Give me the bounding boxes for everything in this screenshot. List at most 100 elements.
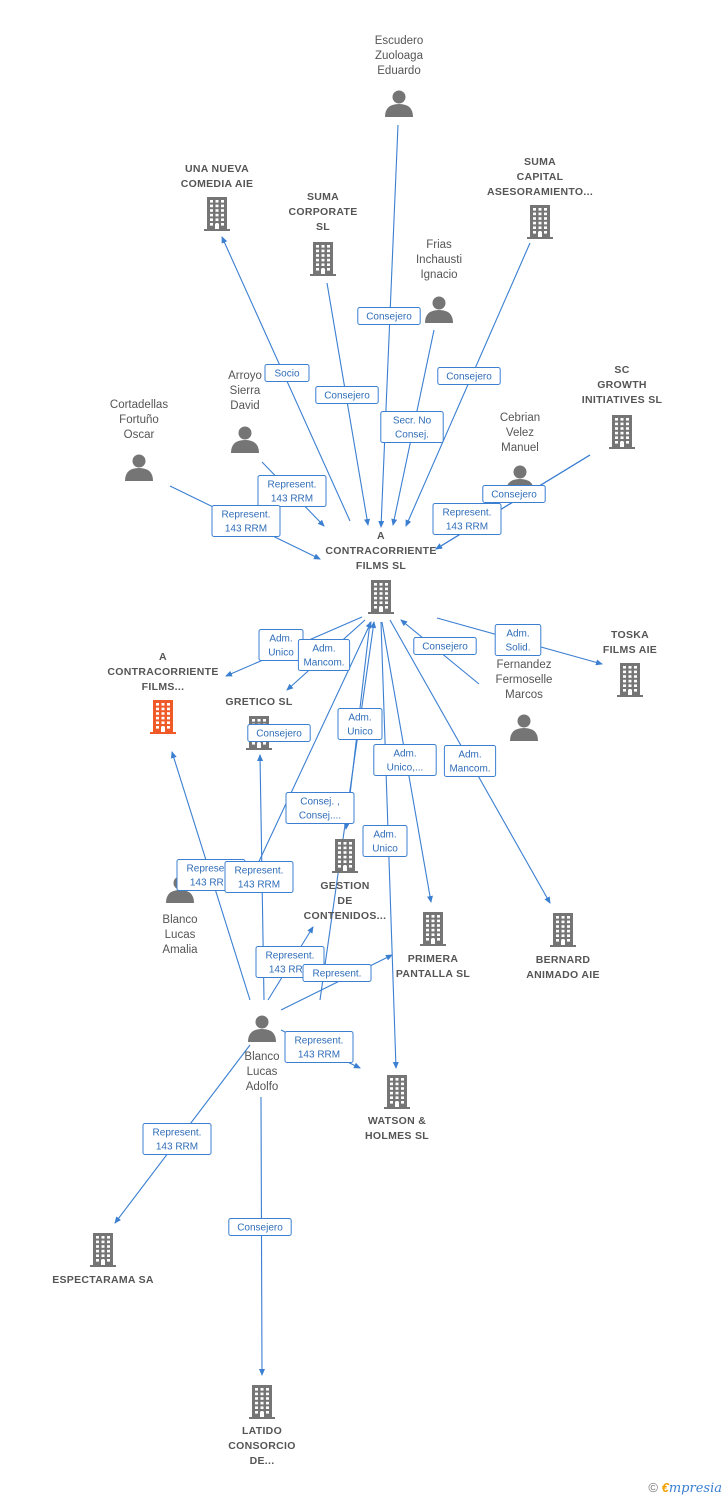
edge-label-text: Represent.: [153, 1128, 202, 1139]
edge-label-text: Represent.: [235, 866, 284, 877]
node-label-line: CONTRACORRIENTE: [107, 666, 218, 678]
edge-label-box: [482, 485, 546, 503]
node-bernard[interactable]: BERNARD ANIMADO AIE: [526, 913, 600, 981]
edge-label[interactable]: Consejero: [315, 386, 379, 404]
edge-label[interactable]: Socio: [264, 364, 310, 382]
edge-label[interactable]: Adm.Mancom.: [297, 639, 351, 671]
node-espectarama[interactable]: ESPECTARAMA SA: [52, 1233, 154, 1286]
edge-label-box: [443, 745, 497, 777]
edge-label-text: 143 RRM: [269, 965, 311, 976]
company-icon: [609, 415, 635, 449]
node-label-line: Eduardo: [377, 65, 420, 77]
edge-label-box: [302, 964, 372, 982]
edge-label[interactable]: Represent.143 RRM: [284, 1031, 354, 1063]
company-icon: [617, 663, 643, 697]
edge-label-box: [257, 475, 327, 507]
person-icon: [125, 454, 153, 481]
edge-label-text: Consej.: [395, 430, 429, 441]
edge-label-text: Adm.: [458, 750, 481, 761]
edge-label-text: Represent.: [313, 969, 362, 980]
edge-label[interactable]: Consejero: [482, 485, 546, 503]
edge-label-text: Represent.: [222, 510, 271, 521]
edge-label[interactable]: Consejero: [247, 724, 311, 742]
edge-label-text: 143 RRM: [156, 1142, 198, 1153]
node-label-line: ANIMADO AIE: [526, 969, 600, 981]
node-label-line: Manuel: [501, 442, 539, 454]
edge-label-text: Socio: [274, 369, 299, 380]
edge-label[interactable]: Adm.Unico: [362, 825, 408, 857]
edge-label[interactable]: Adm.Solid.: [494, 624, 542, 656]
edge-label-text: 143 RRM: [190, 878, 232, 889]
edge-label-text: Unico: [347, 727, 373, 738]
node-watson[interactable]: WATSON &HOLMES SL: [365, 1075, 429, 1142]
node-label-line: Inchausti: [416, 254, 462, 266]
edge-label-text: 143 RRM: [446, 522, 488, 533]
brand-logo-e: €: [661, 1480, 669, 1495]
edge-label[interactable]: Consejero: [357, 307, 421, 325]
edge-label[interactable]: Represent.143 RRM: [211, 505, 281, 537]
node-label-line: Arroyo: [228, 370, 262, 382]
edge-line: [246, 621, 372, 888]
company-icon: [368, 580, 394, 614]
edge-label-box: [380, 411, 444, 443]
company-icon: [204, 197, 230, 231]
node-label-line: DE...: [250, 1455, 275, 1467]
node-label-line: CONTRACORRIENTE: [325, 545, 436, 557]
node-gestion[interactable]: GESTIONDECONTENIDOS...: [304, 839, 387, 922]
node-label-line: Amalia: [162, 944, 198, 956]
node-label-line: ASESORAMIENTO...: [487, 186, 593, 198]
edge-label[interactable]: Adm.Unico,...: [373, 744, 437, 776]
edge-label-box: [362, 825, 408, 857]
node-latido[interactable]: LATIDOCONSORCIODE...: [228, 1385, 295, 1467]
edge-label[interactable]: Represent.143 RRM: [432, 503, 502, 535]
node-label-line: CONTENIDOS...: [304, 910, 387, 922]
edge-label[interactable]: Represent. 143 RRM: [142, 1123, 212, 1155]
person-icon: [248, 1015, 276, 1042]
node-label-line: BERNARD: [536, 954, 591, 966]
node-suma-capital[interactable]: SUMACAPITALASESORAMIENTO...: [487, 156, 593, 239]
edge-label[interactable]: Adm.Unico: [337, 708, 383, 740]
node-label-line: Blanco: [244, 1051, 279, 1063]
edge-label-text: Consej. ,: [300, 797, 339, 808]
edge-label[interactable]: Consej. , Consej....: [285, 792, 355, 824]
edge-label[interactable]: Consejero: [413, 637, 477, 655]
edge-label[interactable]: Adm.Unico: [258, 629, 304, 661]
edge-label[interactable]: Represent.143 RRM: [224, 861, 294, 893]
edge-label-text: Consejero: [422, 642, 468, 653]
node-label-line: SL: [316, 221, 330, 233]
edge-label-text: Consejero: [256, 729, 302, 740]
node-label-line: Fortuño: [119, 414, 159, 426]
edge-label-text: Represent.: [295, 1036, 344, 1047]
node-label-line: PRIMERA: [408, 953, 459, 965]
edge-label-text: Consejero: [324, 391, 370, 402]
node-acf-focus[interactable]: ACONTRACORRIENTEFILMS...: [107, 651, 218, 734]
edge-label[interactable]: Consejero: [228, 1218, 292, 1236]
edge-label[interactable]: Represent.: [302, 964, 372, 982]
node-label-line: Frias: [426, 239, 452, 251]
node-label-line: A: [377, 530, 385, 542]
edge-label-box: [228, 1218, 292, 1236]
node-label-line: CAPITAL: [517, 171, 564, 183]
edge-line: [378, 124, 399, 528]
edge-label[interactable]: Adm.Mancom.: [443, 745, 497, 777]
edge-label[interactable]: Consejero: [437, 367, 501, 385]
edge-label-text: Consej....: [299, 811, 341, 822]
node-label-line: Escudero: [375, 35, 424, 47]
edge-label[interactable]: Represent.143 RRM: [257, 475, 327, 507]
